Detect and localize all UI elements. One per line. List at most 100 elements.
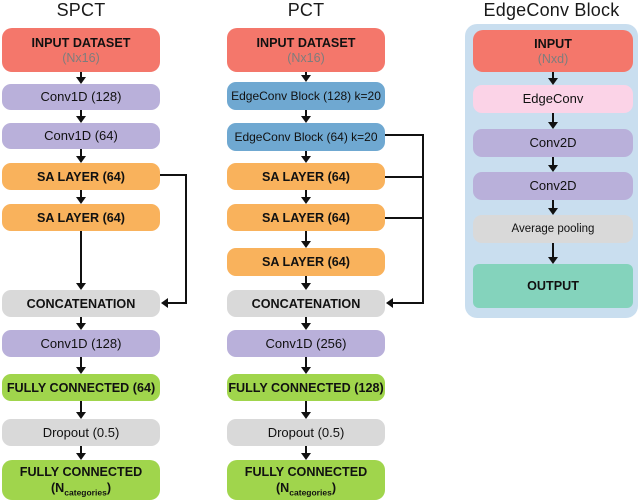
flow-arrow [301, 317, 311, 330]
flow-arrow [548, 243, 558, 264]
box-fully-connected-64: FULLY CONNECTED (64) [2, 374, 160, 401]
box-label: EdgeConv [522, 91, 584, 106]
flow-arrow [301, 231, 311, 248]
box-sa-layer-64: SA LAYER (64) [227, 163, 385, 190]
skip-connector-line [385, 134, 424, 136]
box-label: EdgeConv Block (64) k=20 [234, 130, 378, 144]
box-dropout: Dropout (0.5) [227, 419, 385, 446]
ncat-suffix: ) [106, 481, 112, 495]
box-label: SA LAYER (64) [262, 169, 350, 184]
flow-arrow [76, 357, 86, 374]
box-label: Conv1D (128) [40, 335, 122, 351]
box-label: CONCATENATION [26, 296, 136, 311]
flow-arrow [301, 401, 311, 419]
box-label: INPUT DATASET [31, 35, 131, 50]
flow-arrow [548, 72, 558, 85]
flow-arrow [76, 149, 86, 163]
box-label: Average pooling [511, 223, 595, 235]
flow-arrow [301, 357, 311, 374]
ncat-subscript: categories [289, 487, 332, 498]
flow-arrow [301, 276, 311, 290]
box-sa-layer-64: SA LAYER (64) [2, 163, 160, 190]
skip-connector-line [185, 174, 187, 304]
flow-arrow [301, 151, 311, 163]
box-label: FULLY CONNECTED [19, 465, 143, 479]
box-label: CONCATENATION [251, 296, 361, 311]
box-sa-layer-64: SA LAYER (64) [2, 204, 160, 231]
box-conv1d-128: Conv1D (128) [2, 84, 160, 110]
box-concatenation: CONCATENATION [2, 290, 160, 317]
box-label: Conv1D (64) [44, 128, 118, 143]
box-label: Dropout (0.5) [267, 424, 345, 440]
spct-title: SPCT [56, 0, 106, 20]
box-edgeconv-block-64: EdgeConv Block (64) k=20 [227, 123, 385, 151]
box-label: Conv1D (128) [40, 89, 122, 104]
box-input: INPUT (Nxd) [473, 30, 633, 72]
box-concatenation: CONCATENATION [227, 290, 385, 317]
box-sublabel: (Ncategories) [275, 480, 337, 498]
flow-arrow [301, 72, 311, 82]
box-fully-connected-128: FULLY CONNECTED (128) [227, 374, 385, 401]
box-label: SA LAYER (64) [262, 255, 350, 269]
skip-connector-line [385, 176, 424, 178]
skip-arrow [161, 298, 187, 308]
skip-connector-line [422, 134, 424, 304]
pct-title: PCT [287, 0, 325, 20]
flow-arrow [548, 157, 558, 172]
box-label: Conv2D [529, 135, 577, 150]
flow-arrow [76, 231, 86, 290]
box-conv1d-128: Conv1D (128) [2, 330, 160, 357]
box-label: SA LAYER (64) [37, 169, 125, 184]
box-fully-connected-ncategories: FULLY CONNECTED (Ncategories) [227, 460, 385, 500]
box-label: FULLY CONNECTED [244, 465, 368, 479]
box-edgeconv: EdgeConv [473, 85, 633, 113]
box-sublabel: (Nx16) [287, 50, 325, 65]
flow-arrow [76, 190, 86, 204]
box-label: FULLY CONNECTED (64) [6, 380, 156, 395]
flow-arrow [76, 401, 86, 419]
box-label: SA LAYER (64) [37, 210, 125, 225]
box-conv2d: Conv2D [473, 172, 633, 200]
box-sublabel: (Ncategories) [50, 480, 112, 498]
box-conv2d: Conv2D [473, 129, 633, 157]
ncat-subscript: categories [64, 487, 107, 498]
flow-arrow [548, 113, 558, 129]
flow-arrow [301, 110, 311, 123]
flow-arrow [76, 72, 86, 84]
ncat-suffix: ) [331, 481, 337, 495]
box-fully-connected-ncategories: FULLY CONNECTED (Ncategories) [2, 460, 160, 500]
box-label: INPUT [534, 36, 572, 51]
box-sublabel: (Nx16) [62, 50, 100, 65]
box-label: Dropout (0.5) [42, 424, 120, 440]
skip-connector-line [160, 174, 187, 176]
box-input-dataset: INPUT DATASET (Nx16) [2, 28, 160, 72]
ncat-prefix: (N [275, 481, 290, 495]
skip-connector-line [385, 217, 424, 219]
box-label: EdgeConv Block (128) k=20 [231, 89, 381, 103]
flow-arrow [76, 317, 86, 330]
box-label: FULLY CONNECTED (128) [228, 380, 384, 395]
flow-arrow [301, 446, 311, 460]
box-sublabel: (Nxd) [537, 51, 569, 66]
edgeconv-title: EdgeConv Block [483, 0, 620, 20]
box-sa-layer-64: SA LAYER (64) [227, 248, 385, 276]
box-label: Conv1D (256) [265, 335, 347, 351]
flow-arrow [76, 110, 86, 123]
flow-arrow [548, 200, 558, 215]
box-dropout: Dropout (0.5) [2, 419, 160, 446]
box-edgeconv-block-128: EdgeConv Block (128) k=20 [227, 82, 385, 110]
box-output: OUTPUT [473, 264, 633, 308]
box-input-dataset: INPUT DATASET (Nx16) [227, 28, 385, 72]
box-label: Conv2D [529, 178, 577, 193]
box-label: SA LAYER (64) [262, 210, 350, 225]
box-sa-layer-64: SA LAYER (64) [227, 204, 385, 231]
box-average-pooling: Average pooling [473, 215, 633, 243]
box-conv1d-256: Conv1D (256) [227, 330, 385, 357]
skip-arrow [386, 298, 424, 308]
box-conv1d-64: Conv1D (64) [2, 123, 160, 149]
box-label: OUTPUT [527, 279, 579, 293]
ncat-prefix: (N [50, 481, 65, 495]
flow-arrow [301, 190, 311, 204]
box-label: INPUT DATASET [256, 35, 356, 50]
